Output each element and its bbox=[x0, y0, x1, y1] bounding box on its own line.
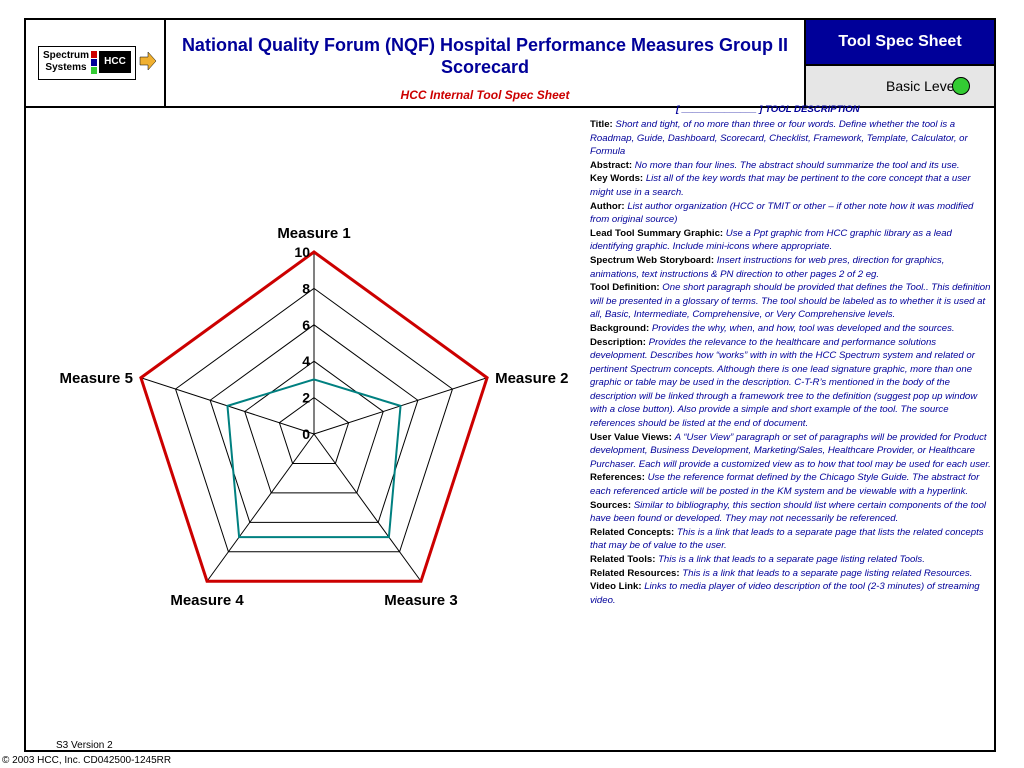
tick-label: 0 bbox=[302, 426, 310, 442]
description-item-label: Related Concepts: bbox=[590, 526, 675, 538]
logo-text: Spectrum Systems bbox=[42, 50, 90, 73]
description-item-label: Title: bbox=[590, 119, 613, 130]
title-cell: National Quality Forum (NQF) Hospital Pe… bbox=[166, 20, 806, 106]
description-item: Spectrum Web Storyboard: Insert instruct… bbox=[590, 254, 994, 281]
description-item-label: Description: bbox=[590, 336, 646, 348]
level-label: Basic Level bbox=[886, 78, 958, 94]
description-item-text: Links to media player of video descripti… bbox=[590, 581, 980, 606]
description-item-text: Use a Ppt graphic from HCC graphic libra… bbox=[590, 227, 952, 253]
description-item-label: Related Tools: bbox=[590, 554, 656, 565]
description-item: Author: List author organization (HCC or… bbox=[590, 200, 994, 227]
description-item-label: User Value Views: bbox=[590, 431, 672, 443]
description-item-text: This is a link that leads to a separate … bbox=[658, 554, 925, 565]
description-item-text: Provides the relevance to the healthcare… bbox=[590, 336, 978, 430]
description-item-text: Short and tight, of no more than three o… bbox=[590, 119, 968, 158]
axis-label: Measure 5 bbox=[60, 370, 133, 387]
description-item: Key Words: List all of the key words tha… bbox=[590, 172, 994, 199]
description-item-label: References: bbox=[590, 472, 645, 484]
description-item: Related Resources: This is a link that l… bbox=[590, 567, 994, 581]
level-indicator-icon bbox=[952, 77, 970, 95]
arrow-right-icon bbox=[139, 51, 157, 71]
logo-cell: Spectrum Systems HCC bbox=[26, 20, 166, 106]
description-item: Lead Tool Summary Graphic: Use a Ppt gra… bbox=[590, 227, 994, 254]
description-item: Sources: Similar to bibliography, this s… bbox=[590, 499, 994, 526]
description-item: Description: Provides the relevance to t… bbox=[590, 336, 994, 431]
description-item-label: Spectrum Web Storyboard: bbox=[590, 254, 715, 266]
description-item: Title: Short and tight, of no more than … bbox=[590, 118, 994, 159]
description-item-text: No more than four lines. The abstract sh… bbox=[634, 159, 960, 171]
grid-ring bbox=[209, 324, 419, 523]
tick-label: 10 bbox=[294, 244, 310, 260]
tick-label: 8 bbox=[302, 280, 310, 296]
description-list: Title: Short and tight, of no more than … bbox=[590, 118, 994, 607]
tick-label: 2 bbox=[302, 390, 310, 406]
description-item-text: This is a link that leads to a separate … bbox=[590, 526, 984, 552]
description-item: Background: Provides the why, when, and … bbox=[590, 322, 994, 336]
version-label: S3 Version 2 bbox=[56, 740, 113, 751]
grid-ring bbox=[278, 396, 350, 464]
description-item-text: A “User View” paragraph or set of paragr… bbox=[590, 431, 991, 470]
axis-label: Measure 2 bbox=[495, 370, 568, 387]
description-item-label: Background: bbox=[590, 322, 650, 334]
grid-ring bbox=[174, 287, 454, 553]
description-item-text: List all of the key words that may be pe… bbox=[590, 173, 971, 198]
description-item-label: Related Resources: bbox=[590, 567, 680, 579]
description-item-text: Insert instructions for web pres, direct… bbox=[590, 254, 945, 280]
description-header: [ ______________ ] TOOL DESCRIPTION bbox=[676, 104, 860, 115]
tool-description: [ ______________ ] TOOL DESCRIPTION Titl… bbox=[590, 104, 994, 746]
grid-spoke bbox=[313, 433, 422, 582]
description-item-label: Author: bbox=[590, 200, 625, 212]
grid-ring bbox=[244, 360, 384, 494]
description-item-text: Provides the why, when, and how, tool wa… bbox=[651, 322, 955, 334]
description-item-text: List author organization (HCC or TMIT or… bbox=[590, 200, 974, 226]
series-line bbox=[139, 250, 489, 583]
header: Spectrum Systems HCC National Quality Fo… bbox=[26, 20, 994, 108]
description-item-text: This is a link that leads to a separate … bbox=[682, 567, 973, 579]
description-item-text: Use the reference format defined by the … bbox=[590, 472, 980, 498]
description-item: Related Tools: This is a link that leads… bbox=[590, 553, 994, 567]
logo-color-bars bbox=[91, 51, 97, 74]
logo-badge: HCC bbox=[99, 51, 131, 73]
page-title: National Quality Forum (NQF) Hospital Pe… bbox=[181, 35, 789, 77]
series-line bbox=[226, 378, 402, 539]
description-item: Tool Definition: One short paragraph sho… bbox=[590, 281, 994, 322]
description-item: Related Concepts: This is a link that le… bbox=[590, 526, 994, 553]
tick-label: 4 bbox=[302, 353, 310, 369]
description-item: References: Use the reference format def… bbox=[590, 471, 994, 498]
spec-sheet-label: Tool Spec Sheet bbox=[806, 20, 994, 66]
description-item-text: Similar to bibliography, this section sh… bbox=[590, 499, 987, 525]
page-subtitle: HCC Internal Tool Spec Sheet bbox=[400, 88, 570, 102]
description-item-text: One short paragraph should be provided t… bbox=[590, 282, 991, 321]
description-item-label: Video Link: bbox=[590, 581, 642, 593]
level-box: Basic Level bbox=[806, 66, 994, 106]
axis-label: Measure 1 bbox=[277, 225, 350, 242]
description-item-label: Key Words: bbox=[590, 173, 644, 185]
description-item-label: Tool Definition: bbox=[590, 282, 660, 294]
description-item: User Value Views: A “User View” paragrap… bbox=[590, 431, 994, 472]
description-item: Abstract: No more than four lines. The a… bbox=[590, 159, 994, 173]
grid-spoke bbox=[206, 433, 315, 582]
tick-label: 6 bbox=[302, 317, 310, 333]
spec-cell: Tool Spec Sheet Basic Level bbox=[806, 20, 994, 106]
axis-label: Measure 4 bbox=[170, 592, 244, 609]
copyright: © 2003 HCC, Inc. CD042500-1245RR bbox=[2, 755, 172, 766]
description-item-label: Lead Tool Summary Graphic: bbox=[590, 227, 724, 239]
description-item-label: Sources: bbox=[590, 499, 632, 511]
description-item: Video Link: Links to media player of vid… bbox=[590, 580, 994, 607]
page-frame: Spectrum Systems HCC National Quality Fo… bbox=[24, 18, 996, 752]
spectrum-logo: Spectrum Systems HCC bbox=[38, 46, 136, 80]
description-item-label: Abstract: bbox=[590, 159, 633, 171]
radar-chart: 0 2 4 6 8 10 Measure 1 Measure 2 Measure 3 Measur… bbox=[60, 225, 569, 609]
axis-label: Measure 3 bbox=[384, 592, 457, 609]
